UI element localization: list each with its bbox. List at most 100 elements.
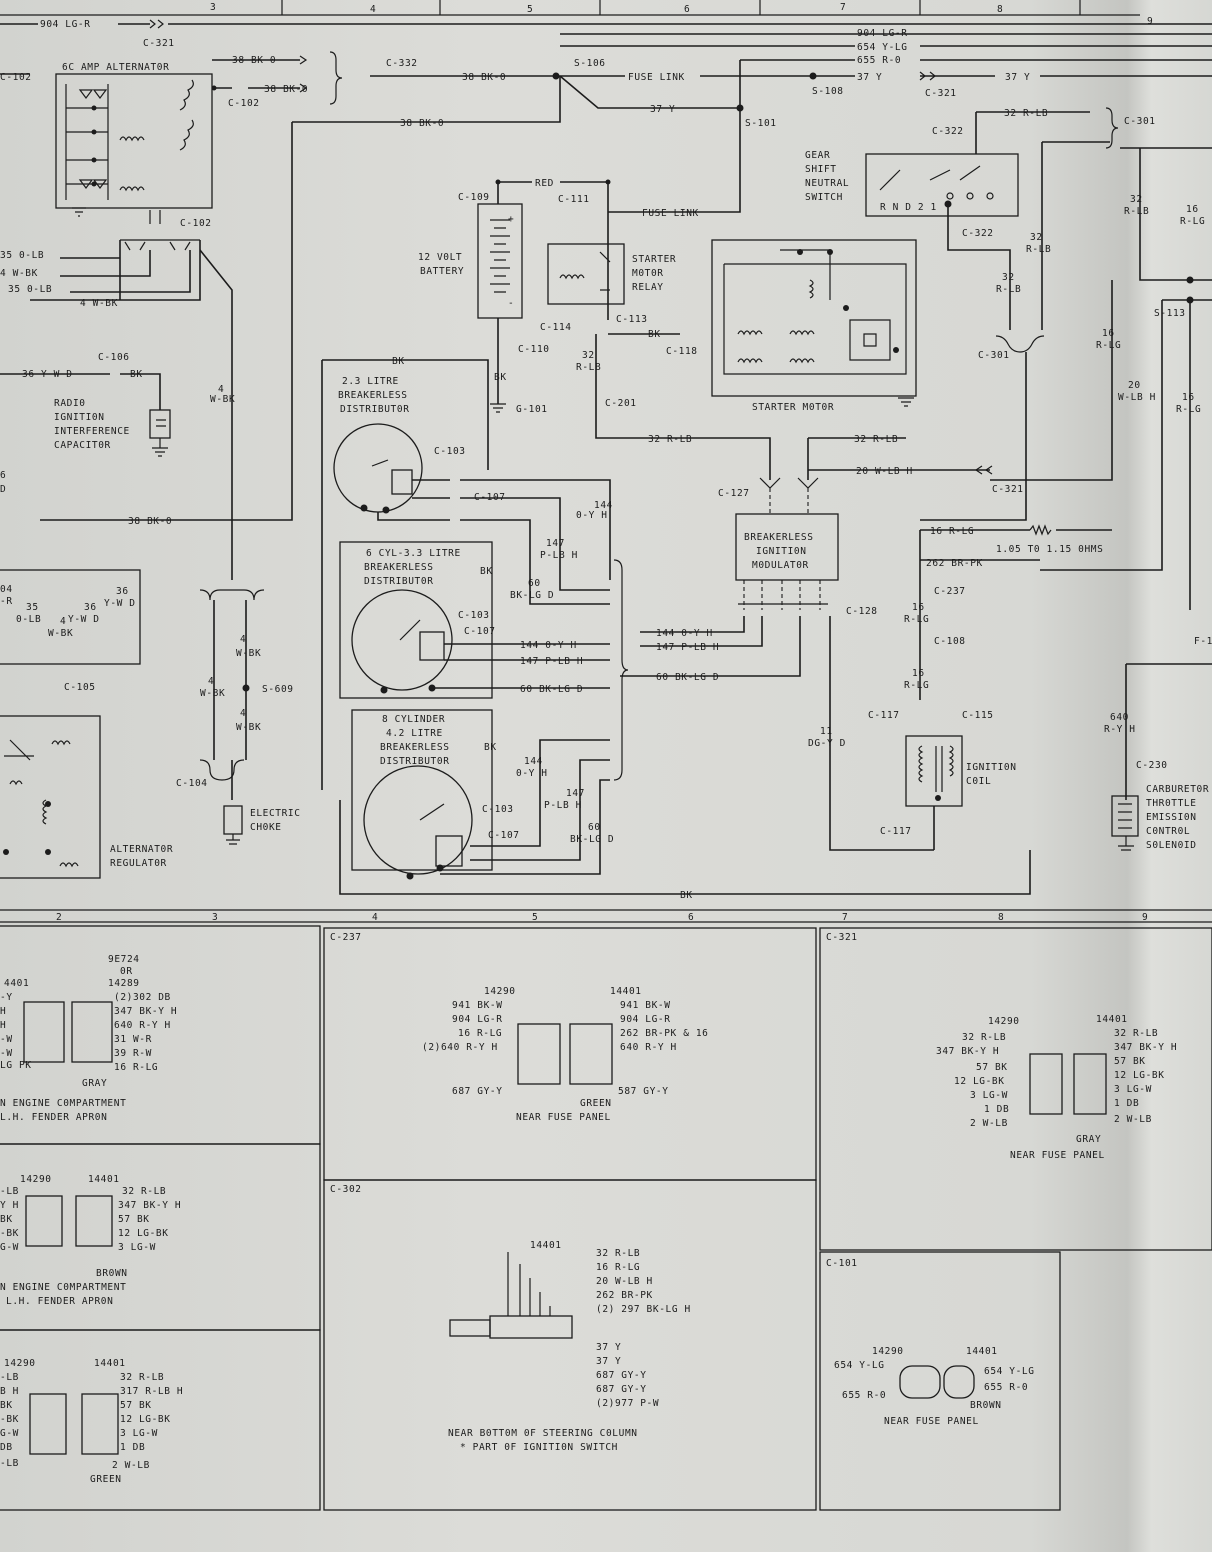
pin-label: 37 Y — [596, 1356, 621, 1367]
pin-label: 262 BR-PK & 16 — [620, 1028, 708, 1039]
pin-label: 347 BK-Y H — [936, 1046, 999, 1057]
pin-label: G-W — [0, 1242, 19, 1253]
pin-label: 12 LG-BK — [954, 1076, 1005, 1087]
distributor-label: BREAKERLESS — [338, 390, 408, 401]
module-label: IGNITI0N — [756, 546, 807, 557]
connector-label: C-201 — [605, 398, 637, 409]
pin-label: 347 BK-Y H — [118, 1200, 181, 1211]
pin-label: 654 Y-LG — [984, 1366, 1035, 1377]
wire-label: W-BK — [236, 722, 261, 733]
pin-label: 687 GY-Y — [452, 1086, 503, 1097]
wire-label: 16 — [1182, 392, 1195, 403]
grid-col-5: 5 — [527, 4, 533, 15]
part-number: 14290 — [20, 1174, 52, 1185]
battery-minus: - — [508, 298, 514, 309]
connector-label: C-110 — [518, 344, 550, 355]
distributor-label: DISTRIBUT0R — [340, 404, 410, 415]
splice-label: S-113 — [1154, 308, 1186, 319]
carburetor-solenoid: 640 R-Y H C-230 CARBURET0R THR0TTLE EMIS… — [1104, 663, 1212, 851]
pin-label: LG PK — [0, 1060, 32, 1071]
wire-label: 16 — [912, 668, 925, 679]
pin-label: (2)640 R-Y H — [422, 1042, 498, 1053]
wire-label: 20 — [1128, 380, 1141, 391]
wire-label: P-LB H — [544, 800, 582, 811]
connector-label: C-111 — [558, 194, 590, 205]
wire-label: Y-W D — [104, 598, 136, 609]
pin-label: 39 R-W — [114, 1048, 152, 1059]
connector-label: C-103 — [458, 610, 490, 621]
wire-label: 147 P-LB H — [520, 656, 583, 667]
location-label: N ENGINE C0MPARTMENT — [0, 1282, 126, 1293]
ignition-coil-area: 16 R-LG 1.05 T0 1.15 0HMS 262 BR-PK C-23… — [868, 524, 1112, 850]
radio-interference-capacitor: C-106 36 Y-W D BK RADI0 IGNITI0N INTERFE… — [0, 352, 171, 457]
wire-label: 16 R-LG — [930, 526, 974, 537]
wire-label: 4 W-BK — [0, 268, 38, 279]
pin-label: 655 R-0 — [842, 1390, 886, 1401]
regulator-label: ALTERNAT0R — [110, 844, 173, 855]
connector-label: C-107 — [464, 626, 496, 637]
part-number: 14290 — [484, 986, 516, 997]
connector-color: BR0WN — [96, 1268, 128, 1279]
component-label: INTERFERENCE — [54, 426, 130, 437]
splice-label: S-106 — [574, 58, 606, 69]
wire-label: 60 — [588, 822, 601, 833]
grid-col-5: 5 — [532, 912, 538, 923]
connector-panel-c321: C-321 14290 14401 32 R-LB 347 BK-Y H 57 … — [819, 927, 1212, 1251]
wire-label: 32 — [582, 350, 595, 361]
wire-label: P-LB H — [540, 550, 578, 561]
grid-col-2: 2 — [56, 912, 62, 923]
grid-col-7: 7 — [840, 2, 846, 13]
wire-label: 0-LB — [16, 614, 41, 625]
solenoid-label: THR0TTLE — [1146, 798, 1197, 809]
pin-label: 37 Y — [596, 1342, 621, 1353]
location-label: NEAR FUSE PANEL — [884, 1416, 979, 1427]
pin-label: 2 W-LB — [1114, 1114, 1152, 1125]
connector-label: C-127 — [718, 488, 750, 499]
wire-label: 60 BK-LG D — [656, 672, 719, 683]
pin-label: 3 LG-W — [970, 1090, 1008, 1101]
wire-label: 16 — [912, 602, 925, 613]
pin-label: 3 LG-W — [120, 1428, 158, 1439]
switch-label: SWITCH — [805, 192, 843, 203]
connector-label: C-104 — [176, 778, 208, 789]
connector-label: C-102 — [0, 72, 32, 83]
wire-label: R-LB — [576, 362, 601, 373]
wire-label: 37 Y — [650, 104, 675, 115]
pin-label: 262 BR-PK — [596, 1290, 653, 1301]
connector-label: C-321 — [992, 484, 1024, 495]
connector-label: C-118 — [666, 346, 698, 357]
starter-motor: STARTER M0T0R — [711, 239, 917, 413]
connector-label: C-109 — [458, 192, 490, 203]
location-label: L.H. FENDER APR0N — [6, 1296, 113, 1307]
starter-motor-label: STARTER M0T0R — [752, 402, 834, 413]
connector-color: BR0WN — [970, 1400, 1002, 1411]
pin-label: 57 BK — [1114, 1056, 1146, 1067]
part-number: 14401 — [88, 1174, 120, 1185]
connector-label: C-102 — [228, 98, 260, 109]
wire-label: 38 BK-0 — [232, 55, 276, 66]
solenoid-label: CARBURET0R — [1146, 784, 1209, 795]
wire-label: W-LB H — [1118, 392, 1156, 403]
connector-panel-left-top: 4401 9E724 0R 14289 -Y H H -W -W LG PK (… — [0, 925, 321, 1145]
wire-label: 16 — [1102, 328, 1115, 339]
pin-label: 32 R-LB — [596, 1248, 640, 1259]
alternator-block: 6C AMP ALTERNAT0R C-102 C-102 38 BK-0 38… — [0, 51, 561, 580]
electric-choke: S-609 4 W-BK 4 W-BK 4 W-BK C-104 ELECTRI… — [176, 589, 300, 845]
wire-label: 655 R-0 — [857, 55, 901, 66]
pin-label: 32 R-LB — [1114, 1028, 1158, 1039]
pin-label: 57 BK — [976, 1062, 1008, 1073]
wire-label: 37 Y — [1005, 72, 1030, 83]
wire-label: BK — [480, 566, 493, 577]
pin-label: 31 W-R — [114, 1034, 152, 1045]
connector-panel-c237: C-237 14290 14401 941 BK-W 904 LG-R 16 R… — [323, 927, 817, 1181]
part-number: 14290 — [988, 1016, 1020, 1027]
connector-color: GREEN — [90, 1474, 122, 1485]
part-number: 14290 — [872, 1346, 904, 1357]
wire-label: 20 W-LB H — [856, 466, 913, 477]
relay-label: STARTER — [632, 254, 676, 265]
pin-label: 32 R-LB — [122, 1186, 166, 1197]
grid-col-4: 4 — [370, 4, 376, 15]
top-bus-wires: 904 LG-R C-321 904 LG-R 654 Y-LG 655 R-0… — [0, 19, 1212, 213]
wire-label: 36 Y-W D — [22, 369, 73, 380]
